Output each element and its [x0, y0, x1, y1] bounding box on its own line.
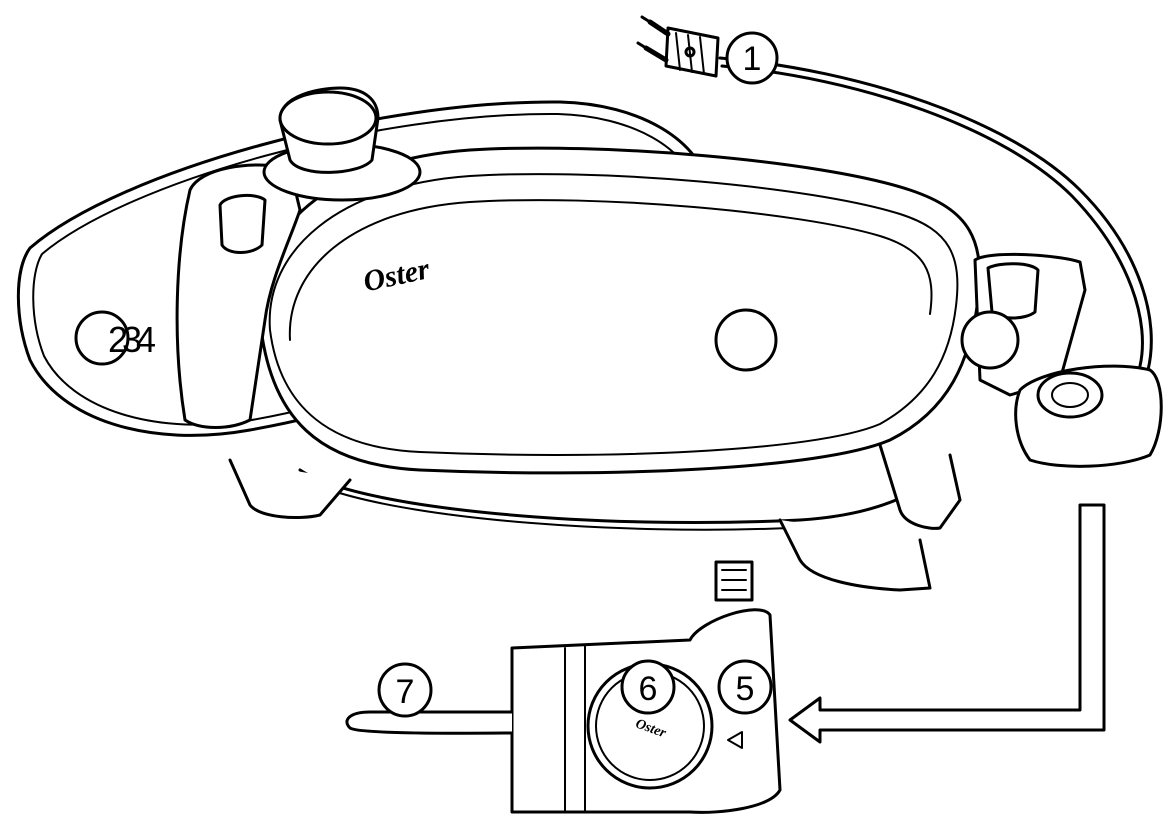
skillet-body: [257, 146, 982, 531]
callout-6: 6: [620, 659, 676, 715]
callout-7: 7: [377, 662, 433, 718]
svg-text:7: 7: [396, 673, 415, 711]
power-cord: [718, 56, 1153, 372]
skillet-feet: [228, 443, 962, 592]
arrow-icon: [788, 503, 1106, 744]
lid-knob: [262, 86, 422, 202]
svg-text:1: 1: [743, 40, 762, 78]
left-handle: [175, 163, 302, 429]
side-knob-icon: [714, 308, 778, 372]
svg-text:6: 6: [639, 670, 658, 708]
plug-icon: [636, 15, 720, 78]
callout-1: 1: [725, 31, 779, 85]
side-knob-right-icon: [960, 310, 1020, 370]
callout-5: 5: [717, 659, 773, 715]
probe-receptacle: [1014, 364, 1163, 468]
callout-2-3-4: 2 3 4: [74, 310, 163, 366]
svg-text:5: 5: [736, 670, 755, 708]
svg-text:2 3 4: 2 3 4: [108, 319, 155, 360]
